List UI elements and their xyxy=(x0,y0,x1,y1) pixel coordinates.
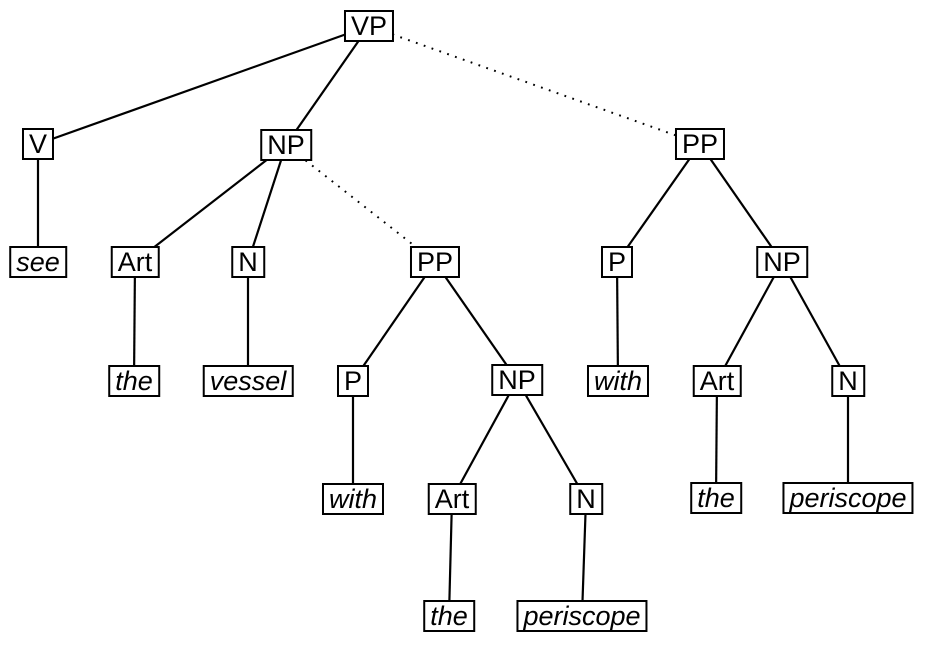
tree-edge-n-mid-periscope-mid xyxy=(580,498,588,617)
tree-edge-vp-v xyxy=(37,24,370,146)
tree-node-periscope-mid: periscope xyxy=(516,600,648,632)
tree-edge-np-mid-art-mid xyxy=(451,379,518,500)
tree-edge-vp-np1 xyxy=(285,25,370,146)
tree-edge-p-right-with-right xyxy=(615,261,620,382)
tree-edge-art-mid-the-mid xyxy=(447,498,454,617)
tree-node-vp: VP xyxy=(343,10,395,42)
tree-edge-np1-n1 xyxy=(246,144,288,263)
tree-node-the-right: the xyxy=(690,482,742,514)
tree-node-np-mid: NP xyxy=(491,364,543,396)
tree-edge-pp-mid-p-mid xyxy=(352,261,436,382)
tree-edge-pp-mid-np-mid xyxy=(434,261,518,381)
tree-node-art-mid: Art xyxy=(427,483,477,515)
tree-node-n-mid: N xyxy=(569,483,603,515)
tree-node-pp-right: PP xyxy=(674,128,726,160)
tree-edge-np-mid-n-mid xyxy=(516,379,587,500)
tree-node-vessel: vessel xyxy=(202,365,294,397)
tree-node-pp-mid: PP xyxy=(409,246,461,278)
tree-node-art1: Art xyxy=(110,246,160,278)
tree-node-see: see xyxy=(9,246,67,278)
tree-edge-pp-right-np-right xyxy=(699,143,783,263)
tree-node-art-right: Art xyxy=(692,365,742,397)
tree-node-periscope-right: periscope xyxy=(782,482,914,514)
tree-node-n-right: N xyxy=(831,365,865,397)
tree-edge-np-right-n-right xyxy=(781,261,849,382)
tree-edge-vp-pp-right xyxy=(368,25,701,145)
tree-edge-np1-art1 xyxy=(134,144,287,263)
tree-edge-np1-pp-mid xyxy=(285,144,436,263)
tree-node-np1: NP xyxy=(260,129,312,161)
tree-node-the1: the xyxy=(108,365,160,397)
tree-node-p-right: P xyxy=(600,246,634,278)
tree-edge-np-right-art-right xyxy=(716,261,783,382)
tree-node-p-mid: P xyxy=(336,365,370,397)
tree-edge-art-right-the-right xyxy=(714,380,719,499)
tree-node-with-right: with xyxy=(586,365,650,397)
tree-edge-art1-the1 xyxy=(132,261,137,382)
tree-node-np-right: NP xyxy=(756,246,808,278)
tree-node-with-mid: with xyxy=(321,483,385,515)
tree-node-v: V xyxy=(21,128,55,160)
tree-node-the-mid: the xyxy=(423,600,475,632)
tree-edge-pp-right-p-right xyxy=(616,143,701,263)
tree-node-n1: N xyxy=(231,246,265,278)
